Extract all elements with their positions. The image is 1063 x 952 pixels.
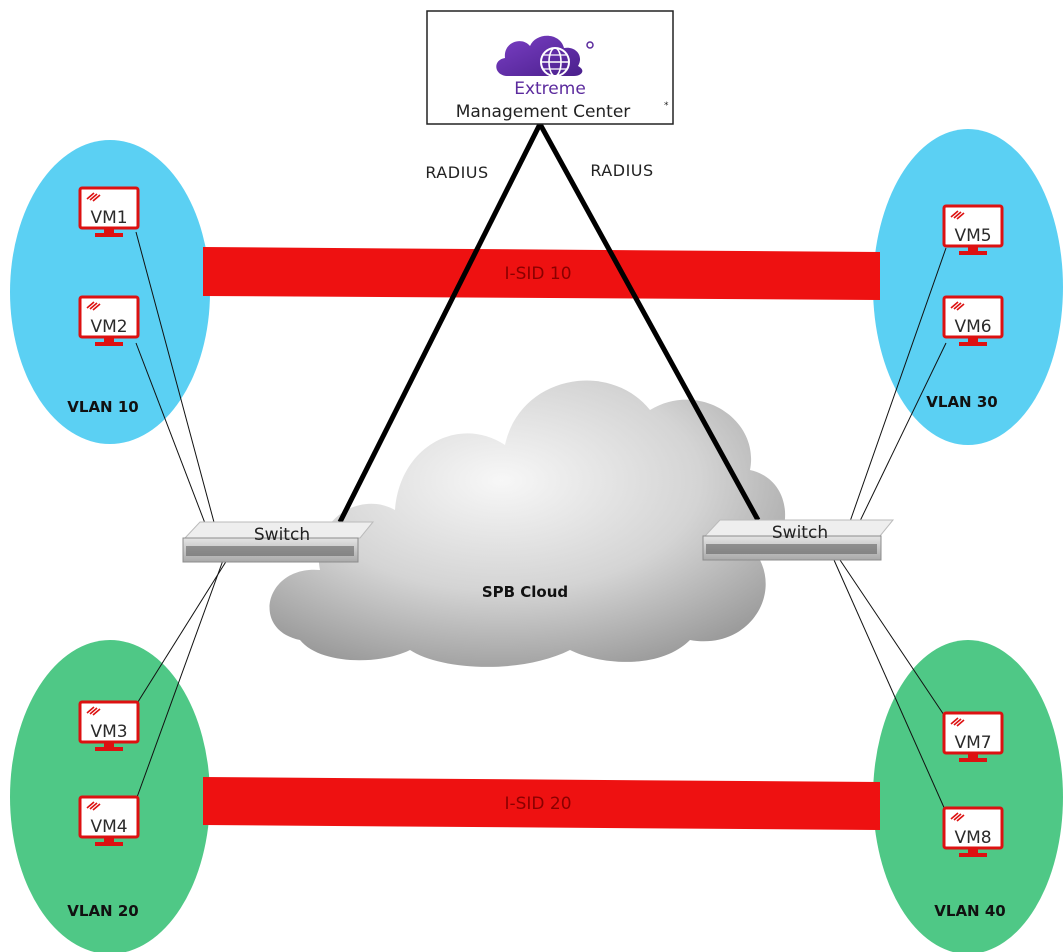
isid-20-bar: I-SID 20 (203, 777, 880, 830)
vm-5-label: VM5 (954, 226, 991, 246)
radius-left-label: RADIUS (425, 163, 488, 182)
vm-connection-lines (135, 231, 947, 813)
isid-10-label: I-SID 10 (504, 264, 571, 284)
management-center: Extreme Management Center * (426, 10, 674, 125)
vlan-20-label: VLAN 20 (67, 902, 138, 920)
vm-2: VM2 (78, 295, 140, 348)
vm-5: VM5 (942, 204, 1004, 257)
vm-3: VM3 (78, 700, 140, 753)
radius-links: RADIUS RADIUS (337, 122, 761, 524)
emc-trademark: * (664, 101, 669, 111)
vm-6: VM6 (942, 295, 1004, 348)
vlan-ellipse-10 (10, 140, 210, 444)
vlan-40-label: VLAN 40 (934, 902, 1005, 920)
emc-title-line2: Management Center (456, 102, 631, 122)
cloud-globe-icon (496, 35, 594, 77)
spb-cloud-label: SPB Cloud (482, 583, 568, 601)
vlan-30-label: VLAN 30 (926, 393, 997, 411)
vlan-ellipse-30 (873, 129, 1063, 445)
switch-right-label: Switch (772, 523, 828, 543)
emc-title-line1: Extreme (514, 79, 586, 99)
spb-cloud: SPB Cloud (269, 380, 786, 667)
radius-right-label: RADIUS (590, 161, 653, 180)
vm-7-label: VM7 (954, 733, 991, 753)
vm-8-label: VM8 (954, 828, 991, 848)
vm-1: VM1 (78, 186, 140, 239)
vm-6-label: VM6 (954, 317, 991, 337)
vlan-10-label: VLAN 10 (67, 398, 138, 416)
switch-left: Switch (182, 521, 375, 563)
vm-8: VM8 (942, 806, 1004, 859)
isid-20-label: I-SID 20 (504, 794, 571, 814)
vm-3-label: VM3 (90, 722, 127, 742)
isid-10-bar: I-SID 10 (203, 247, 880, 300)
vm-2-label: VM2 (90, 317, 127, 337)
vm-1-label: VM1 (90, 208, 127, 228)
switch-right: Switch (702, 519, 895, 561)
vm-4-label: VM4 (90, 817, 127, 837)
vm-7: VM7 (942, 711, 1004, 764)
switch-left-label: Switch (254, 525, 310, 545)
vm-4: VM4 (78, 795, 140, 848)
vlan-ellipse-40 (873, 640, 1063, 952)
